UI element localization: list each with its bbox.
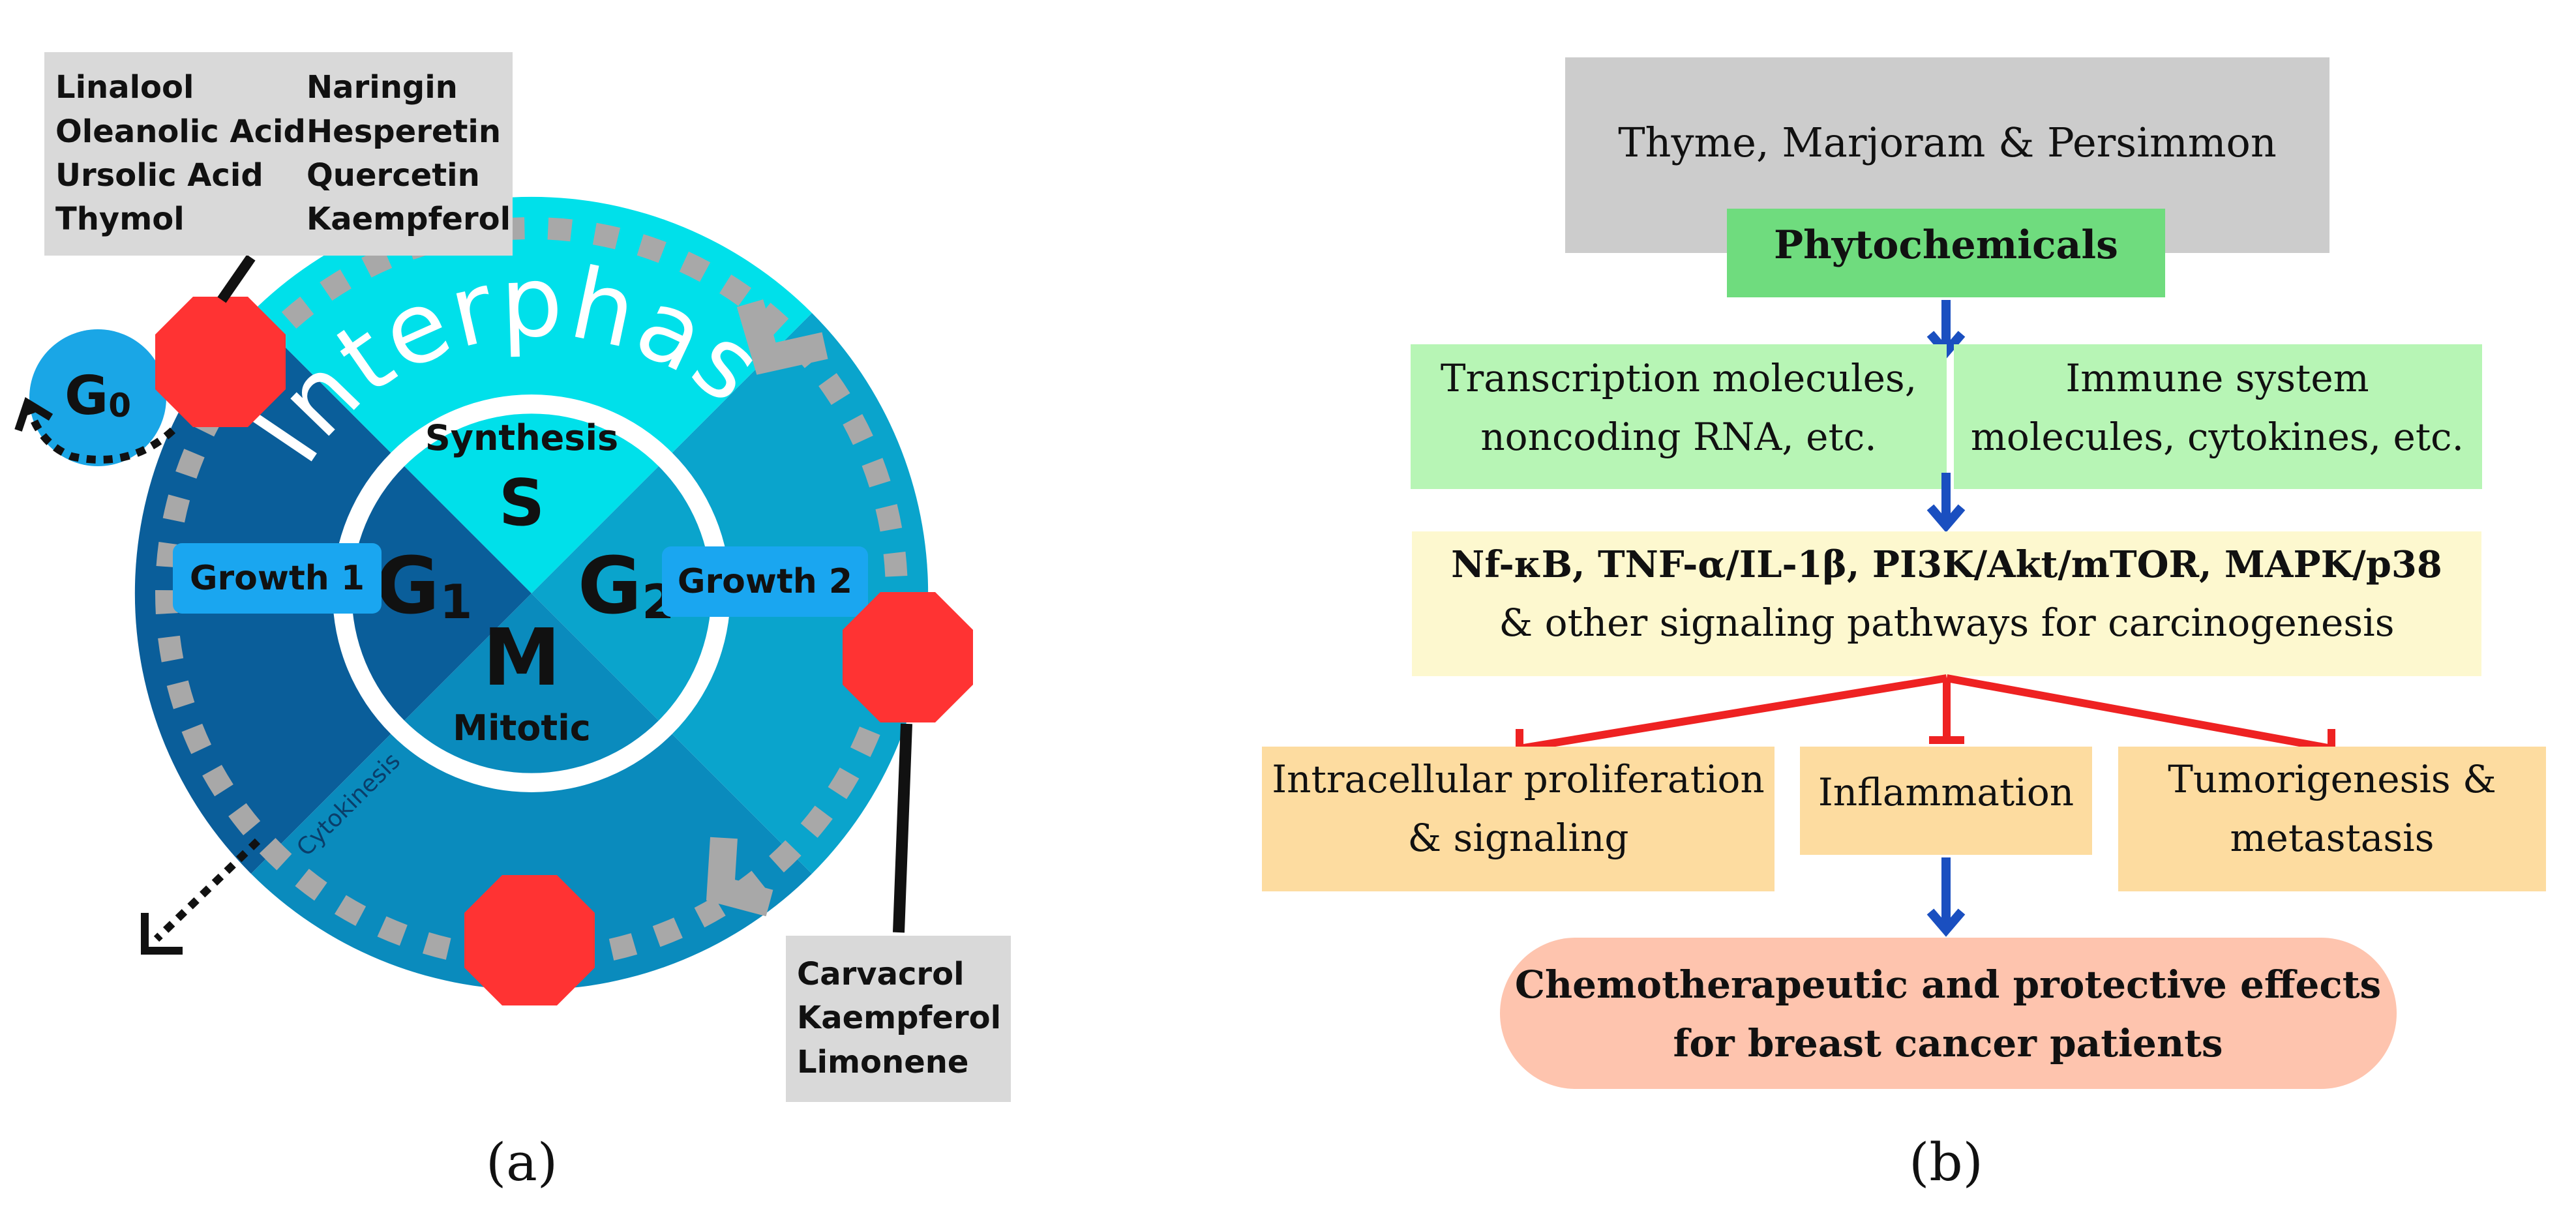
effect-inflammation-line-1: Inflammation <box>1818 770 2074 814</box>
chevron-bottom-right-icon <box>706 837 773 917</box>
g0-circle <box>29 329 166 466</box>
exit-dotted-arrow <box>153 838 261 942</box>
growth2-label: Growth 2 <box>678 562 852 601</box>
effect-proliferation-line-2: & signaling <box>1407 816 1628 860</box>
m-phase-letter: M <box>483 613 560 704</box>
top-box-connector <box>217 254 256 303</box>
outcome-line-1: Chemotherapeutic and protective effects <box>1515 962 2381 1007</box>
inner-m <box>404 593 659 773</box>
inner-g1 <box>352 466 532 721</box>
panel-b-caption: (b) <box>1909 1132 1983 1193</box>
checkpoint-stop-g2 <box>843 592 973 722</box>
chevron-top-right-icon <box>736 299 828 375</box>
exit-arrowhead-icon <box>141 913 183 955</box>
inner-g2 <box>532 466 711 721</box>
phytochemicals-label: Phytochemicals <box>1774 222 2118 268</box>
inhibition-lines <box>1516 674 2335 763</box>
source-label: Thyme, Marjoram & Persimmon <box>1618 119 2277 166</box>
immune-line-2: molecules, cytokines, etc. <box>1971 415 2464 459</box>
pathways-box <box>1412 531 2481 676</box>
effect-proliferation-line-1: Intracellular proliferation <box>1272 757 1765 801</box>
compound-item: Thymol <box>55 201 185 237</box>
checkpoint-stop-m <box>464 875 595 1005</box>
compound-item: Oleanolic Acid <box>55 113 306 150</box>
outcome-box <box>1500 938 2397 1089</box>
bottom-compound-box <box>786 936 1011 1102</box>
transcription-line-2: noncoding RNA, etc. <box>1480 415 1876 459</box>
panel-b: Thyme, Marjoram & Persimmon Phytochemica… <box>1262 57 2546 1193</box>
g0-arrowhead-icon <box>14 396 53 432</box>
mitotic-label: Mitotic <box>453 707 591 749</box>
pathways-rest-label: & other signaling pathways for carcinoge… <box>1499 601 2395 645</box>
compound-item: Carvacrol <box>797 956 965 992</box>
phytochemicals-box <box>1727 209 2165 297</box>
effect-box-proliferation <box>1262 747 1775 891</box>
growth2-pill <box>662 546 868 617</box>
transcription-box <box>1411 344 1947 489</box>
effect-tumorigenesis-line-1: Tumorigenesis & <box>2168 757 2496 801</box>
outcome-line-2: for breast cancer patients <box>1673 1021 2223 1065</box>
top-compound-list-col1: Linalool Oleanolic Acid Ursolic Acid Thy… <box>55 69 306 237</box>
immune-box <box>1954 344 2482 489</box>
flow-arrowhead-3-icon <box>1926 908 1966 937</box>
g0-dotted-arrow <box>25 406 176 464</box>
g0-label: G0 <box>65 365 131 427</box>
checkpoint-stop-g1 <box>155 297 286 427</box>
panel-a: Interphase Synthesis Mitotic S M G1 G2 G… <box>0 0 1011 1193</box>
compound-item: Kaempferol <box>307 201 511 237</box>
effect-tumorigenesis-line-2: metastasis <box>2230 816 2434 860</box>
pathways-bold-label: Nf-κB, TNF-α/IL-1β, PI3K/Akt/mTOR, MAPK/… <box>1451 543 2442 586</box>
synthesis-label: Synthesis <box>425 417 618 458</box>
g1-phase-letter: G1 <box>376 541 473 632</box>
compound-item: Ursolic Acid <box>55 157 263 194</box>
flow-arrowhead-2-icon <box>1926 504 1966 533</box>
transcription-line-1: Transcription molecules, <box>1441 356 1917 400</box>
compound-item: Kaempferol <box>797 1000 1001 1036</box>
bottom-compound-list: Carvacrol Kaempferol Limonene <box>797 956 1001 1080</box>
growth1-label: Growth 1 <box>190 559 365 598</box>
compound-item: Quercetin <box>307 157 480 194</box>
inner-s <box>404 413 659 593</box>
immune-line-1: Immune system <box>2065 356 2369 400</box>
top-compound-box <box>44 52 513 256</box>
growth1-pill <box>173 543 382 614</box>
compound-item: Naringin <box>307 69 458 106</box>
effect-box-tumorigenesis <box>2118 747 2546 891</box>
compound-item: Linalool <box>55 69 194 106</box>
bottom-box-connector <box>893 723 912 933</box>
s-phase-letter: S <box>499 466 545 541</box>
g2-phase-letter: G2 <box>578 541 675 632</box>
effect-box-inflammation <box>1800 747 2092 855</box>
top-compound-list-col2: Naringin Hesperetin Quercetin Kaempferol <box>307 69 511 237</box>
panel-a-caption: (a) <box>486 1132 558 1193</box>
compound-item: Hesperetin <box>307 113 501 150</box>
compound-item: Limonene <box>797 1044 968 1080</box>
